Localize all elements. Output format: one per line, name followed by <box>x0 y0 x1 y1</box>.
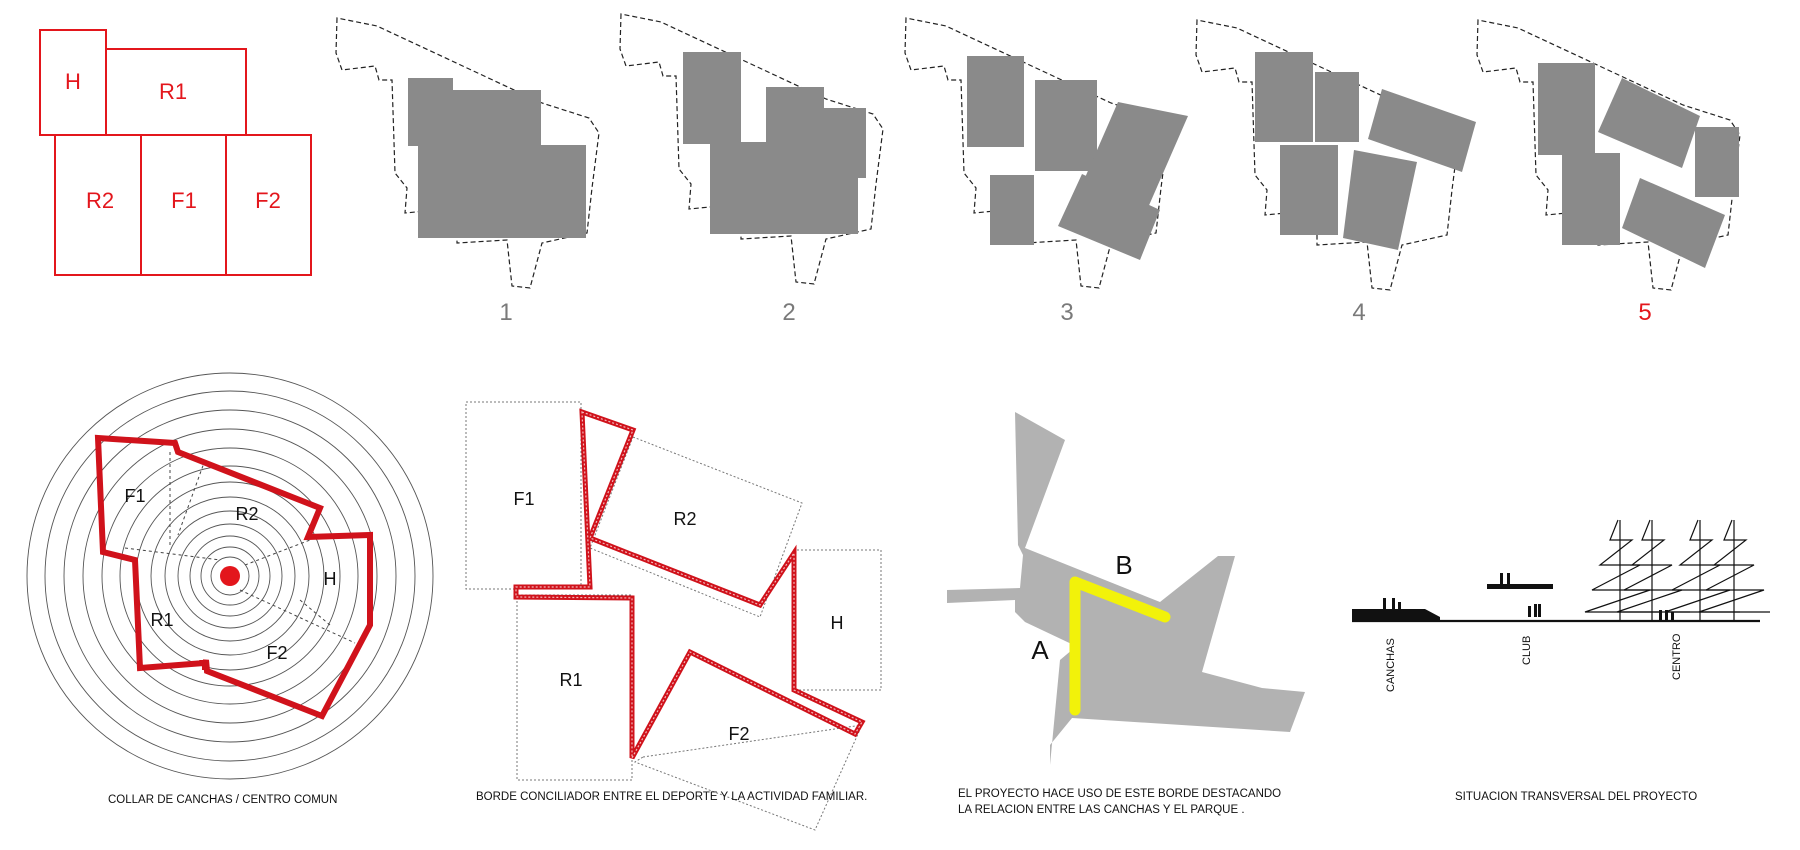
variant-2-label: 2 <box>782 299 795 326</box>
concentric-rings <box>26 372 434 780</box>
border-r1-label: R1 <box>559 670 582 690</box>
border-h-label: H <box>831 613 844 633</box>
collar-r1-label: R1 <box>150 610 173 630</box>
mass-block <box>418 145 586 238</box>
club-element <box>1487 573 1553 617</box>
block-r2-label: R2 <box>86 188 114 213</box>
border-f2-label: F2 <box>728 724 749 744</box>
block-f1-label: F1 <box>171 188 197 213</box>
mass-block <box>766 108 866 178</box>
variant-5 <box>1476 19 1741 291</box>
section-centro-label: CENTRO <box>1671 633 1683 680</box>
collar-r2-label: R2 <box>235 504 258 524</box>
section-caption: SITUACION TRANSVERSAL DEL PROYECTO <box>1455 791 1697 803</box>
edge-diagram <box>947 412 1305 765</box>
mass-block <box>1255 52 1313 142</box>
mass-block <box>1343 150 1417 250</box>
variant-3 <box>904 17 1188 289</box>
block-f2-label: F2 <box>255 188 281 213</box>
canchas-element <box>1352 598 1440 621</box>
section-club-label: CLUB <box>1521 636 1533 665</box>
collar-diagram <box>26 372 434 780</box>
variant-2 <box>619 13 884 285</box>
centro-trees <box>1584 519 1770 621</box>
collar-f1-label: F1 <box>124 486 145 506</box>
mass-block <box>967 56 1024 147</box>
mass-block <box>1622 178 1725 268</box>
mass-block <box>1695 127 1739 197</box>
zone-dividers <box>124 452 356 644</box>
border-strip <box>513 408 866 760</box>
mass-block <box>1598 78 1700 168</box>
common-center-dot <box>220 566 240 586</box>
edge-figure <box>947 412 1305 765</box>
mass-block <box>1058 174 1160 260</box>
edge-b-label: B <box>1115 550 1132 580</box>
variant-5-label-selected: 5 <box>1638 299 1651 326</box>
border-r2-label: R2 <box>673 509 696 529</box>
collar-caption: COLLAR DE CANCHAS / CENTRO COMUN <box>108 794 337 806</box>
border-caption: BORDE CONCILIADOR ENTRE EL DEPORTE Y LA … <box>476 791 867 803</box>
edge-a-label: A <box>1031 635 1049 665</box>
mass-block <box>990 175 1034 245</box>
block-f2 <box>225 134 312 276</box>
mass-block <box>1035 80 1097 171</box>
edge-caption-line1: EL PROYECTO HACE USO DE ESTE BORDE DESTA… <box>958 788 1281 800</box>
mass-block <box>1315 72 1359 142</box>
variant-3-label: 3 <box>1060 299 1073 326</box>
mass-block <box>1280 145 1338 235</box>
edge-caption-line2: LA RELACION ENTRE LAS CANCHAS Y EL PARQU… <box>958 804 1245 816</box>
variant-4 <box>1195 19 1476 291</box>
zone-boxes <box>465 401 882 831</box>
variant-4-label: 4 <box>1352 299 1365 326</box>
block-r1-label: R1 <box>159 79 187 104</box>
mass-block <box>1368 89 1476 172</box>
mass-block <box>683 52 741 144</box>
variant-1-label: 1 <box>499 299 512 326</box>
centro-markers <box>1659 610 1674 620</box>
collar-f2-label: F2 <box>266 643 287 663</box>
mass-block <box>1562 153 1620 245</box>
mass-block <box>1538 63 1595 155</box>
collar-outline <box>94 434 373 720</box>
program-blocks <box>39 29 312 276</box>
border-diagram <box>465 401 882 831</box>
border-f1-label: F1 <box>513 489 534 509</box>
edge-highlight <box>1069 576 1171 716</box>
variant-1 <box>335 17 600 289</box>
border-strip-inner <box>515 411 863 759</box>
section-canchas-label: CANCHAS <box>1385 638 1397 692</box>
collar-h-label: H <box>324 569 337 589</box>
section-diagram <box>1352 519 1770 623</box>
block-h-label: H <box>65 69 81 94</box>
